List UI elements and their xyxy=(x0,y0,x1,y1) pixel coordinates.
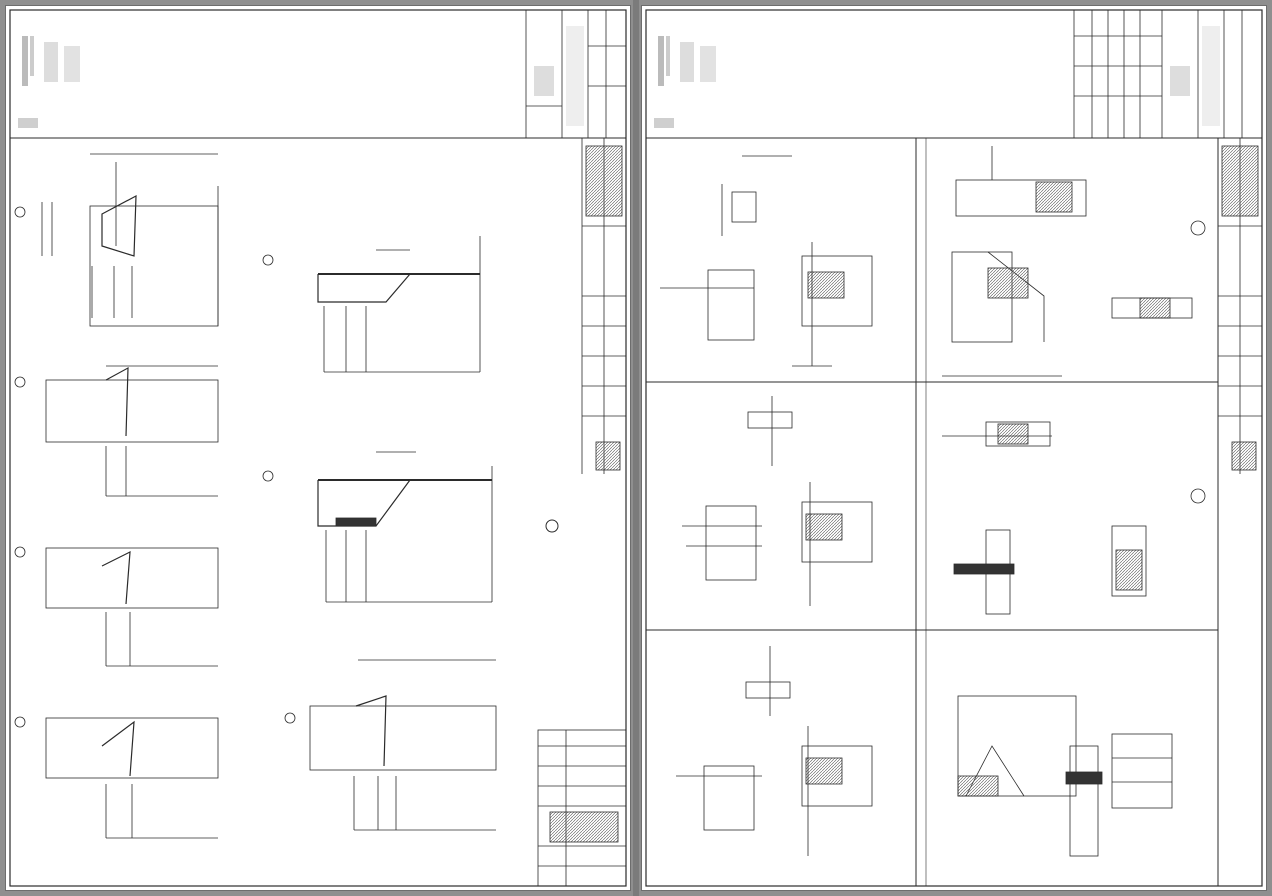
panel-grid xyxy=(646,138,1219,886)
page-divider xyxy=(633,0,639,896)
title-block-top xyxy=(1073,10,1243,138)
connection-detail-2 xyxy=(682,396,873,606)
section-view-a xyxy=(262,236,481,373)
sheet-border xyxy=(9,9,627,887)
detail-view-3 xyxy=(14,546,219,667)
header-logo xyxy=(18,36,80,128)
drawing-sheet-left[interactable] xyxy=(6,6,630,890)
section-view-b xyxy=(262,451,493,603)
section-view-c xyxy=(284,659,497,831)
title-block-top xyxy=(525,10,626,138)
connection-detail-4 xyxy=(942,146,1206,377)
revision-column xyxy=(581,138,626,474)
connection-detail-1 xyxy=(660,155,873,367)
detail-view-4 xyxy=(14,716,219,839)
connection-detail-6 xyxy=(957,695,1173,857)
drawing-canvas-left xyxy=(9,9,627,887)
sheet-border xyxy=(645,9,1263,887)
connection-detail-3 xyxy=(676,646,873,856)
connection-detail-5 xyxy=(942,421,1206,615)
section-marker xyxy=(545,519,559,533)
title-block-bottom xyxy=(537,729,627,887)
detail-view-1 xyxy=(14,153,219,327)
detail-view-2 xyxy=(14,365,219,497)
revision-column xyxy=(1218,138,1262,474)
drawing-sheet-right[interactable] xyxy=(642,6,1266,890)
drawing-canvas-right xyxy=(645,9,1263,887)
header-logo xyxy=(654,36,716,128)
